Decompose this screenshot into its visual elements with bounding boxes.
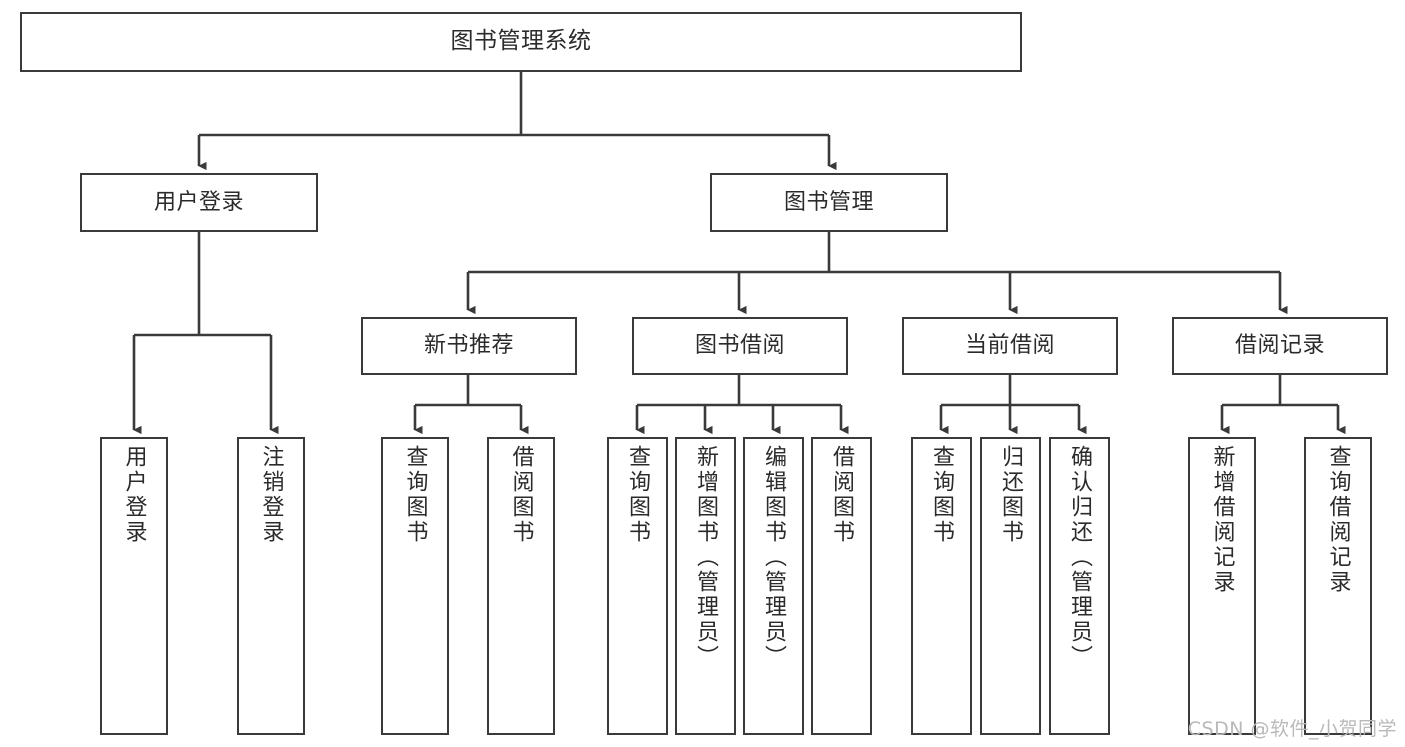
node-book-borrow[interactable]: 图书借阅 — [632, 317, 848, 375]
node-label: 新书推荐 — [423, 333, 514, 359]
node-label: 编辑图书（管理员） — [761, 445, 787, 670]
node-label: 确认归还（管理员） — [1067, 445, 1093, 670]
leaf-user-logout[interactable]: 注销登录 — [237, 437, 305, 735]
node-label: 当前借阅 — [964, 333, 1055, 359]
leaf-return-book[interactable]: 归还图书 — [980, 437, 1041, 735]
leaf-query-book-borrow[interactable]: 查询图书 — [607, 437, 668, 735]
leaf-query-book-recommend[interactable]: 查询图书 — [381, 437, 449, 735]
node-label: 注销登录 — [258, 445, 284, 545]
node-label: 归还图书 — [998, 445, 1024, 545]
node-book-management-system[interactable]: 图书管理系统 — [20, 12, 1022, 72]
leaf-query-book-current[interactable]: 查询图书 — [911, 437, 972, 735]
node-label: 查询图书 — [625, 445, 651, 545]
node-label: 新增借阅记录 — [1209, 445, 1235, 595]
node-book-manage[interactable]: 图书管理 — [710, 173, 948, 232]
node-borrow-record[interactable]: 借阅记录 — [1172, 317, 1388, 375]
node-label: 新增图书（管理员） — [693, 445, 719, 670]
node-label: 查询图书 — [402, 445, 428, 545]
node-new-book-recommend[interactable]: 新书推荐 — [361, 317, 577, 375]
leaf-add-borrow-record[interactable]: 新增借阅记录 — [1188, 437, 1256, 735]
leaf-borrow-book-recommend[interactable]: 借阅图书 — [487, 437, 555, 735]
leaf-confirm-return[interactable]: 确认归还（管理员） — [1049, 437, 1110, 735]
leaf-add-book[interactable]: 新增图书（管理员） — [675, 437, 736, 735]
leaf-query-borrow-record[interactable]: 查询借阅记录 — [1304, 437, 1372, 735]
csdn-watermark: CSDN @软件_小贺同学 — [1187, 718, 1397, 740]
node-current-borrow[interactable]: 当前借阅 — [902, 317, 1118, 375]
node-label: 图书管理系统 — [450, 28, 592, 55]
leaf-borrow-book[interactable]: 借阅图书 — [811, 437, 872, 735]
node-user-login[interactable]: 用户登录 — [80, 173, 318, 232]
node-label: 借阅图书 — [829, 445, 855, 545]
node-label: 查询借阅记录 — [1325, 445, 1351, 595]
leaf-edit-book[interactable]: 编辑图书（管理员） — [743, 437, 804, 735]
node-label: 查询图书 — [929, 445, 955, 545]
node-label: 用户登录 — [153, 189, 244, 215]
node-label: 借阅记录 — [1234, 333, 1325, 359]
node-label: 图书管理 — [783, 189, 874, 215]
node-label: 借阅图书 — [508, 445, 534, 545]
leaf-user-login[interactable]: 用户登录 — [100, 437, 168, 735]
node-label: 用户登录 — [121, 445, 147, 545]
node-label: 图书借阅 — [694, 333, 785, 359]
